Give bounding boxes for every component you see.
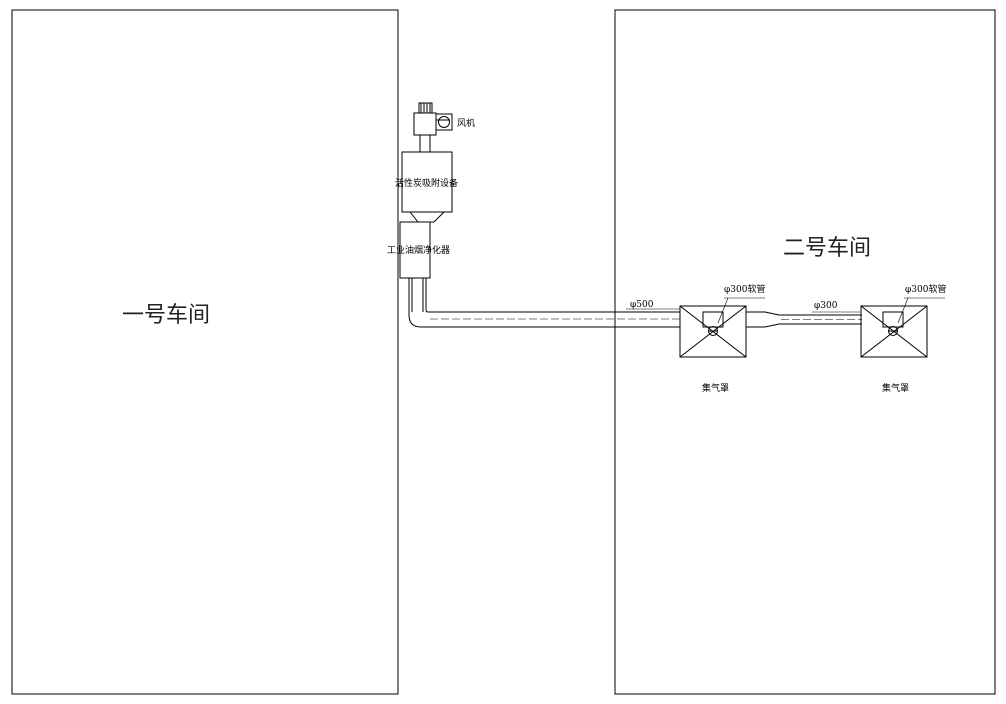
main-duct-diameter-label: φ500 — [630, 300, 654, 310]
oil-fume-purifier-box — [399, 221, 431, 279]
fan-label: 风机 — [457, 117, 475, 129]
hood-1-hose-label: φ300软管 — [724, 283, 765, 295]
oil-fume-purifier-label: 工业油烟净化器 — [387, 244, 450, 256]
vertical-duct — [408, 278, 429, 328]
fan-icon — [438, 116, 450, 128]
workshop-two-outline — [614, 9, 996, 695]
fan-unit — [413, 102, 453, 152]
gas-hood-2 — [860, 297, 945, 358]
transition-duct — [409, 211, 445, 223]
hood-2-hose-label: φ300软管 — [905, 283, 946, 295]
carbon-adsorber-label: 活性炭吸附设备 — [395, 177, 458, 189]
branch-duct-diameter-label: φ300 — [814, 301, 838, 311]
main-duct — [421, 311, 862, 328]
gas-hood-1 — [679, 297, 765, 358]
carbon-adsorber-box — [401, 151, 453, 213]
workshop-one-outline — [11, 9, 399, 695]
hood-1-label: 集气罩 — [702, 382, 729, 394]
hood-2-label: 集气罩 — [882, 382, 909, 394]
workshop-one-label: 一号车间 — [122, 303, 210, 328]
fan-motor-box — [435, 113, 453, 131]
workshop-two-label: 二号车间 — [783, 236, 871, 261]
